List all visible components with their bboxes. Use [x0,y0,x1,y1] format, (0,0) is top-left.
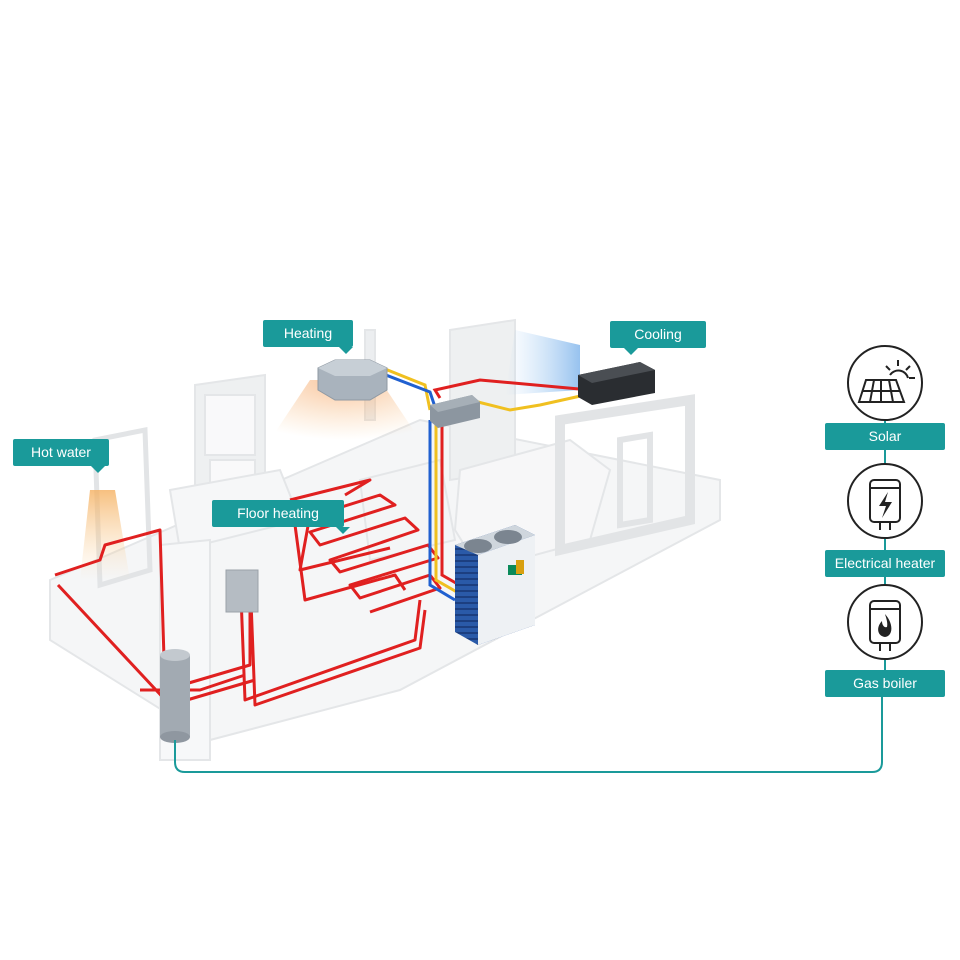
duct-unit [578,362,655,405]
heating-label: Heating [263,320,353,354]
warm-air-flow [80,380,430,580]
ceiling-cassette-unit [317,359,388,401]
electrical-heater-label: Electrical heater [825,550,945,577]
cool-air-flow [505,330,580,395]
floor-heating-pipes [54,478,442,707]
cooling-label: Cooling [610,321,706,355]
gas-boiler-flame-icon [847,584,923,660]
gas-boiler-label: Gas boiler [825,670,945,697]
outdoor-heat-pump [455,525,535,645]
wall-control-box [225,569,259,613]
source-connection-line [174,695,883,773]
solar-label: Solar [825,423,945,450]
water-tank [160,649,190,743]
electric-heater-icon [847,463,923,539]
hot-water-label: Hot water [13,439,109,473]
floor-heating-label: Floor heating [212,500,350,534]
hydro-box [430,395,480,428]
solar-panel-sun-icon [847,345,923,421]
